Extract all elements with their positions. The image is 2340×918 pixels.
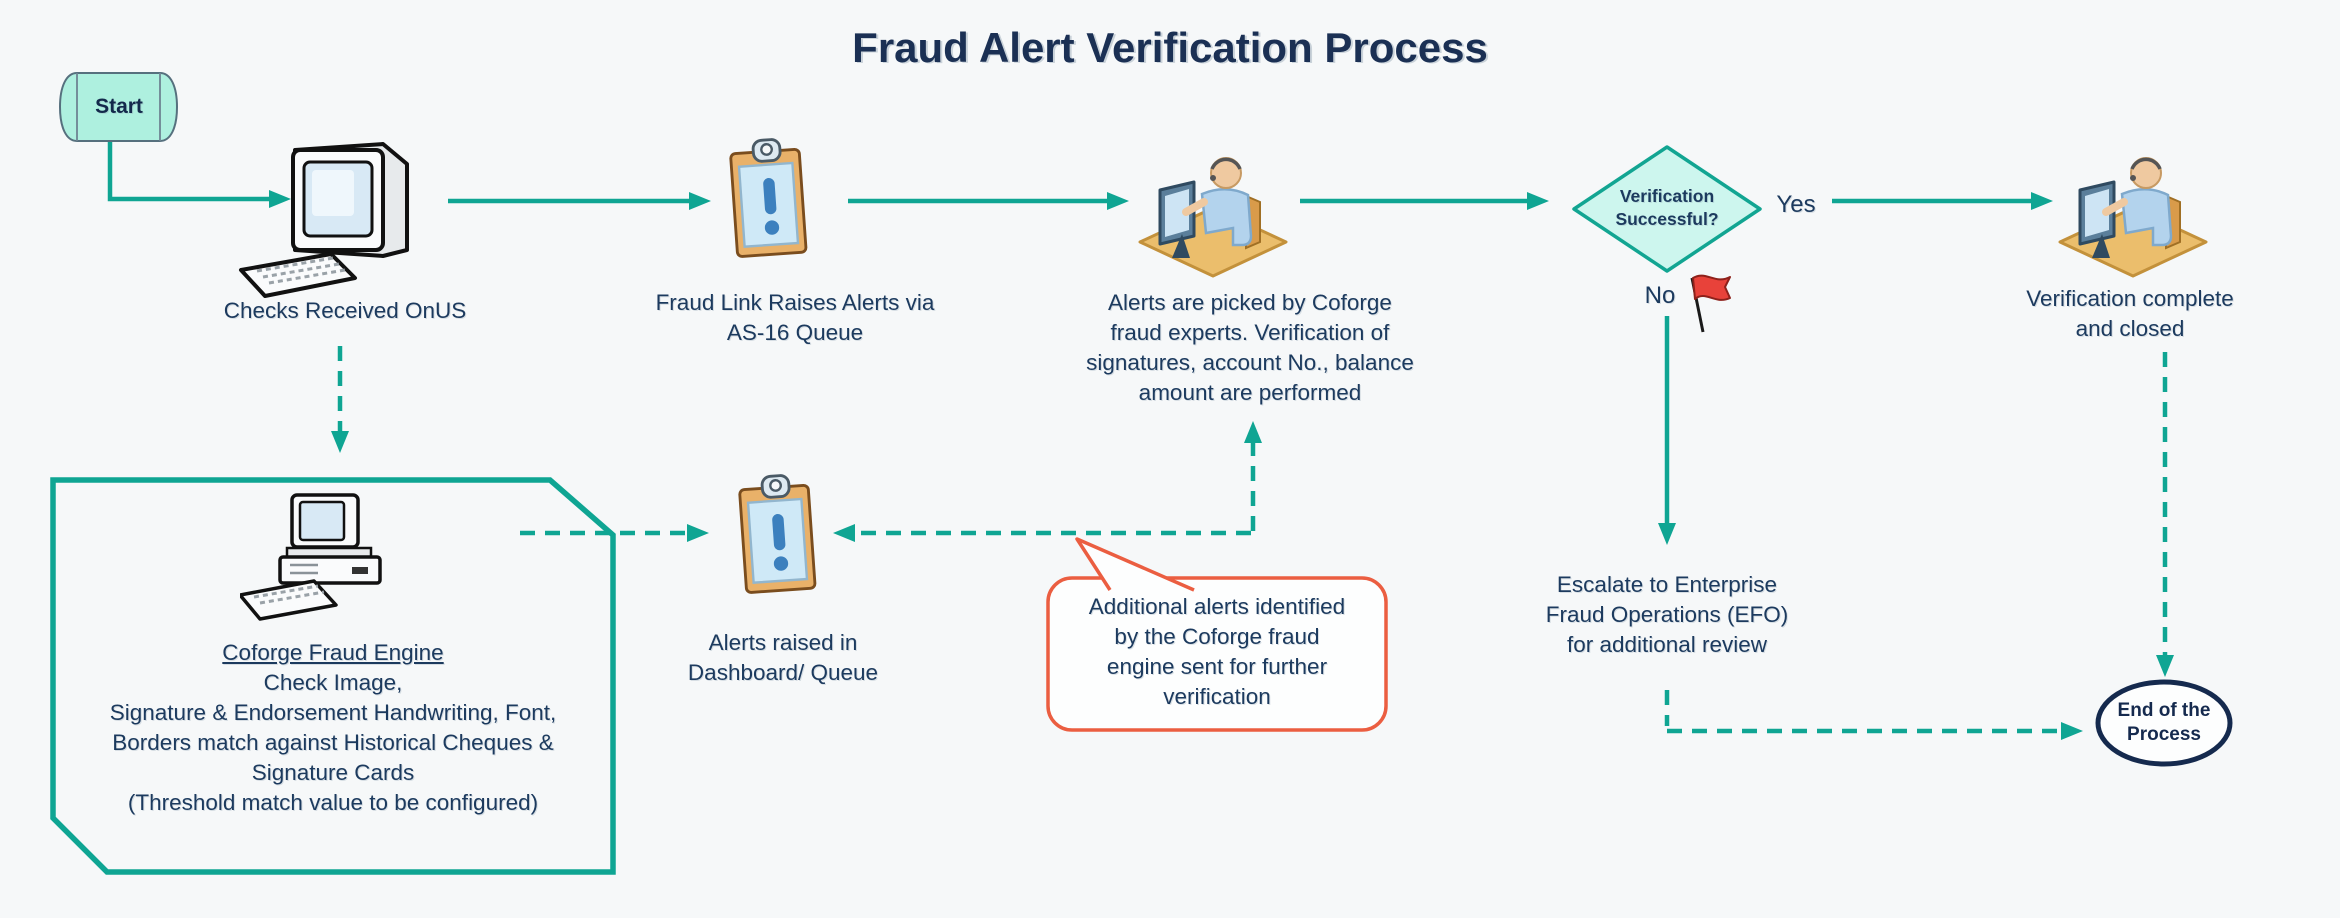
label-verification-complete: Verification complete and closed [2026, 286, 2234, 341]
callout-text: Additional alerts identified by the Cofo… [1088, 594, 1346, 709]
label-alerts-raised: Alerts raised in Dashboard/ Queue [687, 630, 879, 685]
no-label: No [1644, 282, 1676, 309]
label-fraud-link: Fraud Link Raises Alerts via AS-16 Queue [655, 290, 935, 345]
fraud-engine-box [50, 477, 616, 875]
label-alerts-picked: Alerts are picked by Coforge fraud exper… [1086, 290, 1414, 405]
callout-bubble [1046, 537, 1388, 732]
decision-label: Verification Successful? [1615, 186, 1719, 229]
analyst-at-desk-icon [2058, 157, 2208, 278]
start-label: Start [95, 95, 143, 118]
label-escalate: Escalate to Enterprise Fraud Operations … [1545, 572, 1789, 657]
connector-start-to-checks [107, 142, 291, 208]
decision-diamond [1572, 145, 1762, 273]
page-title: Fraud Alert Verification Process [852, 24, 1488, 71]
yes-label: Yes [1776, 191, 1816, 218]
start-shape [58, 72, 179, 142]
clipboard-alert-icon [738, 474, 817, 594]
label-checks-received: Checks Received OnUS [223, 298, 467, 323]
end-ellipse [2095, 679, 2233, 767]
analyst-at-desk-icon [1138, 157, 1288, 278]
clipboard-alert-icon [729, 138, 808, 258]
end-label: End of the Process [2117, 700, 2211, 745]
crt-computer-icon [239, 142, 409, 298]
connector-escalate-to-end-dashed [1664, 690, 2062, 731]
desktop-computer-icon [240, 493, 382, 621]
red-flag-icon [1690, 274, 1731, 333]
label-fraud-engine: Coforge Fraud Engine Check Image, Signat… [109, 640, 557, 815]
